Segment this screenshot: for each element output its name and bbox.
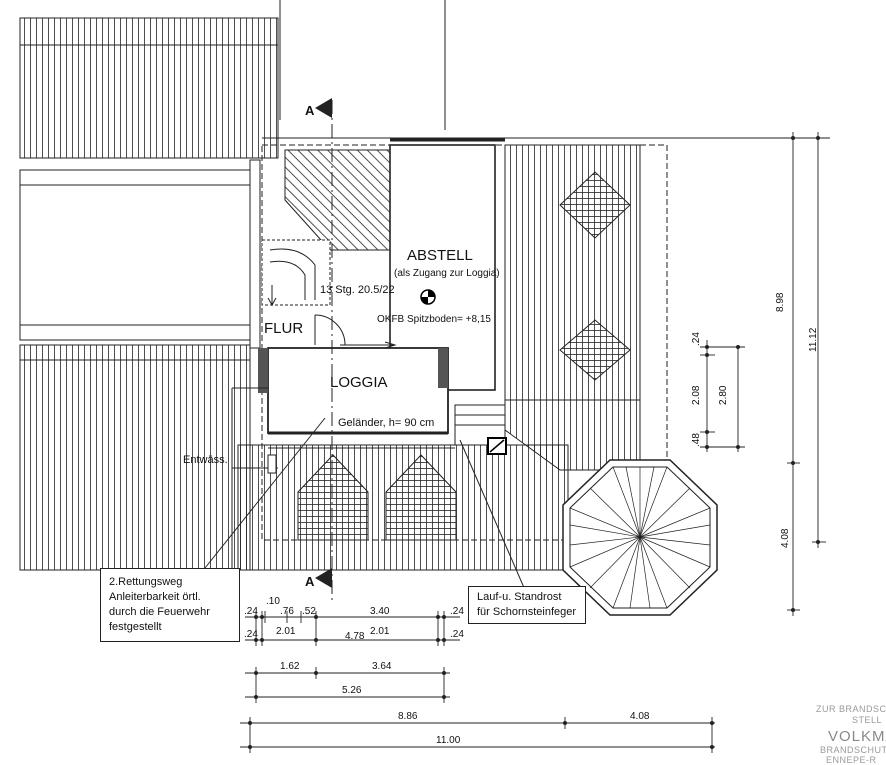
room-label-flur: FLUR — [264, 320, 304, 337]
dim-text: 3.64 — [372, 661, 392, 672]
dim-text: .76 — [280, 606, 294, 617]
grate-note-line: für Schornsteinfeger — [477, 606, 577, 618]
dim-text: .52 — [302, 606, 316, 617]
room-label-loggia: LOGGIA — [330, 374, 388, 391]
dim-text: 4.08 — [780, 528, 791, 548]
left-roof-lower — [19, 344, 251, 571]
section-line-a — [315, 98, 333, 600]
dim-text: .24 — [244, 629, 258, 640]
dim-text: .10 — [266, 596, 280, 607]
drain-label: Entwäss. — [183, 454, 228, 466]
section-mark-bottom: A — [305, 574, 315, 589]
leader-rescue — [204, 417, 326, 569]
octagon-tower — [562, 459, 718, 616]
dim-text: .24 — [244, 606, 258, 617]
dim-text: 8.86 — [398, 711, 418, 722]
chimney-grate — [454, 404, 507, 455]
dim-text: 4.08 — [630, 711, 650, 722]
dim-text: .24 — [450, 606, 464, 617]
leader-grate — [459, 439, 526, 591]
dim-text: 2.08 — [691, 385, 702, 405]
dim-text: 2.01 — [276, 626, 296, 637]
room-label-abstell: ABSTELL — [407, 247, 473, 264]
section-mark-top: A — [305, 103, 315, 118]
title-block-line: ENNEPE-R — [826, 755, 877, 765]
title-block-line: VOLKMA — [828, 728, 886, 745]
rescue-note-line: festgestellt — [109, 621, 162, 633]
title-block-line: STELL — [852, 715, 883, 725]
rescue-note-line: 2.Rettungsweg — [109, 576, 183, 588]
bottom-dimensions — [240, 611, 715, 753]
staircase — [249, 159, 331, 349]
rescue-note-line: Anleiterbarkeit örtl. — [109, 591, 201, 603]
dim-text: 2.01 — [370, 626, 390, 637]
okfb-label: OKFB Spitzboden= +8,15 — [377, 314, 491, 325]
loggia-area — [231, 341, 455, 570]
dim-text: .24 — [450, 629, 464, 640]
dormer — [297, 171, 631, 541]
stairs-label: 13 Stg. 20.5/22 — [320, 284, 395, 296]
dim-text: .48 — [691, 433, 702, 447]
railing-label: Geländer, h= 90 cm — [338, 417, 435, 429]
level-symbol — [420, 289, 436, 305]
left-roof-upper — [19, 17, 279, 159]
right-dimensions — [700, 132, 830, 616]
rescue-note-line: durch die Feuerwehr — [109, 606, 210, 618]
dim-text: 11.00 — [436, 735, 461, 746]
dim-text: 4.78 — [345, 631, 365, 642]
dim-text: 8.98 — [775, 292, 786, 312]
title-block-line: BRANDSCHUT — [820, 745, 886, 755]
grate-note-line: Lauf-u. Standrost — [477, 591, 562, 603]
chimney-grate-note: Lauf-u. Standrost für Schornsteinfeger — [468, 586, 586, 624]
room-note-abstell: (als Zugang zur Loggia) — [394, 268, 500, 279]
dim-text: 3.40 — [370, 606, 390, 617]
title-block-line: ZUR BRANDSCH — [816, 704, 886, 714]
dim-text: 1.62 — [280, 661, 300, 672]
dim-text: 11.12 — [808, 327, 819, 352]
rescue-route-note: 2.Rettungsweg Anleiterbarkeit örtl. durc… — [100, 568, 240, 642]
dim-text: .24 — [691, 332, 702, 346]
left-wall-band — [19, 169, 251, 341]
dim-text: 5.26 — [342, 685, 362, 696]
dim-text: 2.80 — [718, 385, 729, 405]
